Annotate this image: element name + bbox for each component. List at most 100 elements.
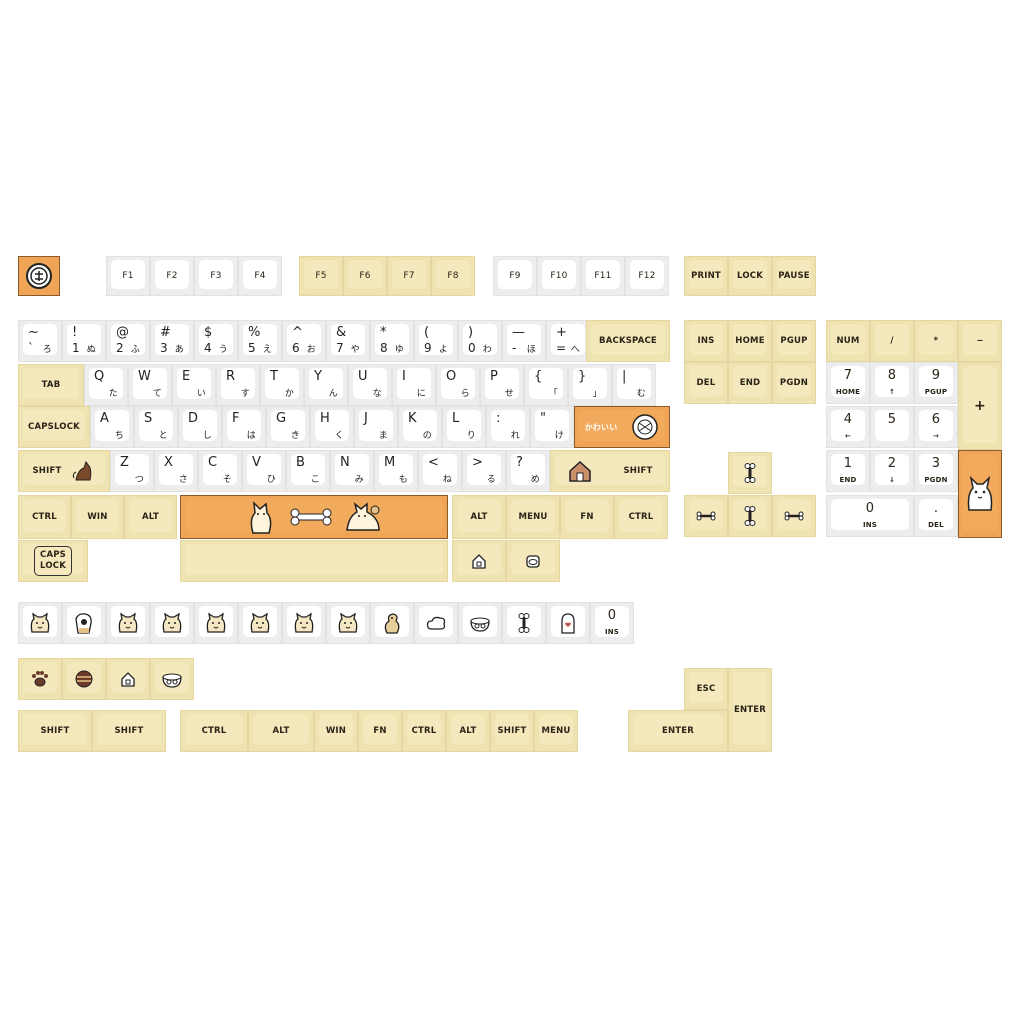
bottom-mod-key[interactable]: MENU xyxy=(506,495,560,539)
extra-mod-key[interactable]: FN xyxy=(358,710,402,752)
novelty-key[interactable] xyxy=(62,602,106,644)
numpad-key[interactable]: * xyxy=(914,320,958,362)
icon-key[interactable] xyxy=(106,658,150,700)
key-f6[interactable]: F6 xyxy=(343,256,387,296)
number-key[interactable]: ~`ろ xyxy=(18,320,62,362)
letter-key[interactable]: |む xyxy=(612,364,656,406)
backspace-key[interactable]: BACKSPACE xyxy=(586,320,670,362)
bottom-mod-key[interactable]: WIN xyxy=(71,495,124,539)
novelty-key[interactable] xyxy=(502,602,546,644)
bottom-mod-key[interactable]: ALT xyxy=(124,495,177,539)
letter-key[interactable]: }」 xyxy=(568,364,612,406)
key-f11[interactable]: F11 xyxy=(581,256,625,296)
novelty-key[interactable] xyxy=(18,602,62,644)
tall-enter-key[interactable]: ENTER xyxy=(728,668,772,752)
number-key[interactable]: —-ほ xyxy=(502,320,546,362)
arrow-right-key[interactable] xyxy=(772,495,816,537)
key-f3[interactable]: F3 xyxy=(194,256,238,296)
extra-mod-key[interactable]: ALT xyxy=(248,710,314,752)
novelty-key[interactable] xyxy=(414,602,458,644)
nav-key[interactable]: PGUP xyxy=(772,320,816,362)
numpad-key[interactable]: / xyxy=(870,320,914,362)
key-f7[interactable]: F7 xyxy=(387,256,431,296)
novelty-key[interactable] xyxy=(326,602,370,644)
nav-key[interactable]: HOME xyxy=(728,320,772,362)
key-f9[interactable]: F9 xyxy=(493,256,537,296)
extra-mod-key[interactable]: SHIFT xyxy=(18,710,92,752)
icon-key[interactable] xyxy=(150,658,194,700)
arrow-down-key[interactable] xyxy=(728,495,772,537)
key-f2[interactable]: F2 xyxy=(150,256,194,296)
letter-key[interactable]: "け xyxy=(530,406,574,448)
wide-enter-key[interactable]: ENTER xyxy=(628,710,728,752)
numpad-key[interactable]: 6→ xyxy=(914,406,958,448)
spacebar-key[interactable] xyxy=(180,495,448,539)
extra-mod-key[interactable]: MENU xyxy=(534,710,578,752)
letter-key[interactable]: <ね xyxy=(418,450,462,492)
extra-mod-key[interactable]: CTRL xyxy=(180,710,248,752)
nav-key[interactable]: PGDN xyxy=(772,362,816,404)
tab-key[interactable]: TAB xyxy=(18,364,84,406)
icon-key[interactable] xyxy=(452,540,506,582)
novelty-key[interactable] xyxy=(546,602,590,644)
key-pause[interactable]: PAUSE xyxy=(772,256,816,296)
nav-key[interactable]: END xyxy=(728,362,772,404)
numpad-key[interactable]: 2↓ xyxy=(870,450,914,492)
key-f1[interactable]: F1 xyxy=(106,256,150,296)
icon-key[interactable] xyxy=(18,658,62,700)
key-f8[interactable]: F8 xyxy=(431,256,475,296)
nav-key[interactable]: INS xyxy=(684,320,728,362)
bottom-mod-key[interactable]: FN xyxy=(560,495,614,539)
novelty-key[interactable] xyxy=(106,602,150,644)
icon-key[interactable] xyxy=(506,540,560,582)
numpad-key[interactable]: 4← xyxy=(826,406,870,448)
numpad-plus-key[interactable]: + xyxy=(958,362,1002,450)
numpad-decimal-key[interactable]: .DEL xyxy=(914,495,958,537)
extra-mod-key[interactable]: WIN xyxy=(314,710,358,752)
capslock-key[interactable]: CAPSLOCK xyxy=(18,406,90,448)
number-key[interactable]: +=へ xyxy=(546,320,590,362)
arrow-left-key[interactable] xyxy=(684,495,728,537)
novelty-key[interactable] xyxy=(282,602,326,644)
key-f10[interactable]: F10 xyxy=(537,256,581,296)
left-shift-key[interactable]: SHIFT xyxy=(18,450,110,492)
arrow-up-key[interactable] xyxy=(728,452,772,494)
right-shift-key[interactable]: SHIFT xyxy=(550,450,670,492)
extra-mod-key[interactable]: SHIFT xyxy=(490,710,534,752)
letter-key[interactable]: :れ xyxy=(486,406,530,448)
extra-mod-key[interactable]: ALT xyxy=(446,710,490,752)
extra-mod-key[interactable]: SHIFT xyxy=(92,710,166,752)
